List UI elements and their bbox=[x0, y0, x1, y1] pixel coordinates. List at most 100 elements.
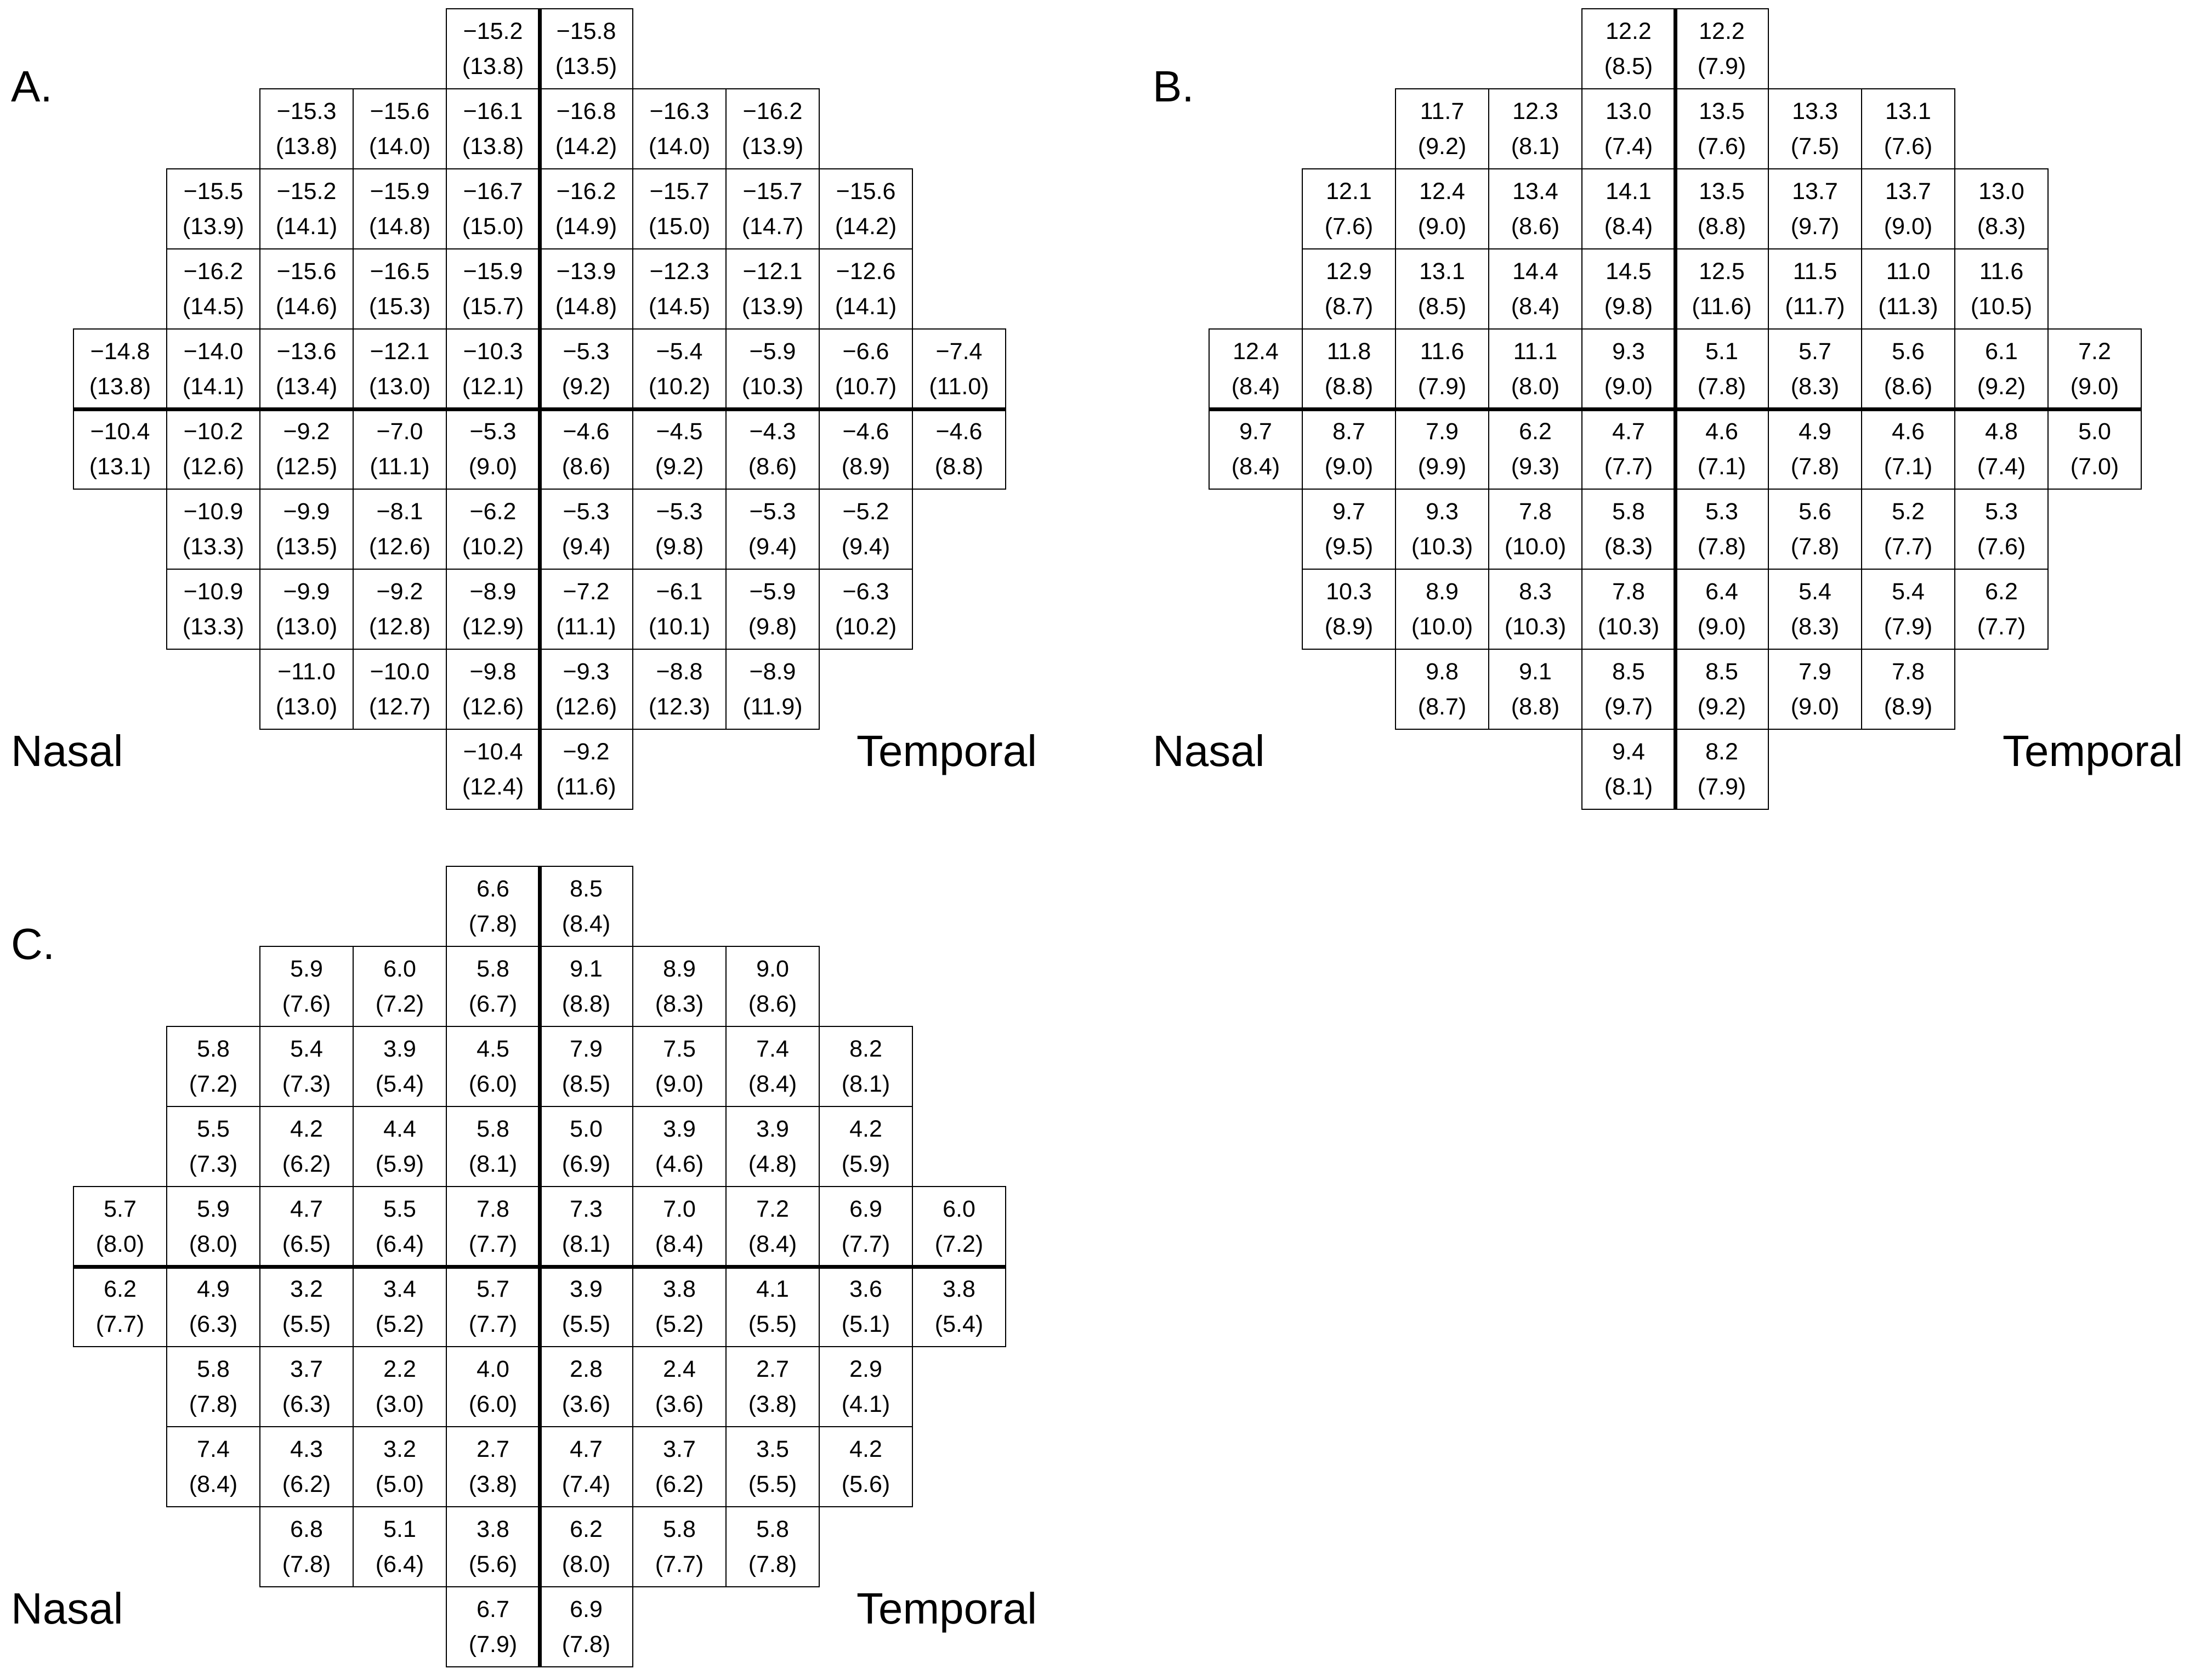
field-cell: 8.28.1 bbox=[819, 1026, 913, 1107]
cell-value: 4.3 bbox=[290, 1435, 323, 1462]
cell-value: 4.9 bbox=[1799, 418, 1831, 445]
cell-value: 7.2 bbox=[756, 1195, 789, 1222]
cell-sd: 15.0 bbox=[462, 209, 524, 245]
cell-value: −12.6 bbox=[836, 258, 896, 285]
cell-sd: 8.3 bbox=[655, 986, 704, 1022]
field-cell: −16.715.0 bbox=[446, 168, 540, 249]
cell-value: −10.4 bbox=[463, 738, 523, 765]
field-cell: 6.27.7 bbox=[73, 1266, 167, 1347]
cell-value: −11.0 bbox=[277, 658, 336, 685]
cell-value: 5.8 bbox=[476, 1115, 509, 1142]
cell-sd: 7.0 bbox=[2070, 449, 2119, 485]
field-cell: −9.312.6 bbox=[539, 649, 633, 730]
cell-value: 8.2 bbox=[1705, 738, 1738, 765]
field-cell: 7.28.4 bbox=[725, 1186, 820, 1267]
cell-sd: 13.3 bbox=[183, 529, 244, 565]
field-cell: 8.910.0 bbox=[1395, 569, 1489, 650]
cell-value: 3.9 bbox=[756, 1115, 789, 1142]
cell-sd: 7.8 bbox=[1791, 449, 1839, 485]
field-cell: 9.39.0 bbox=[1581, 328, 1676, 410]
cell-sd: 7.2 bbox=[376, 986, 424, 1022]
temporal-label: Temporal bbox=[856, 1584, 1037, 1633]
field-cell: 3.95.4 bbox=[353, 1026, 447, 1107]
cell-sd: 9.2 bbox=[1418, 129, 1466, 164]
cell-sd: 7.9 bbox=[1418, 369, 1466, 405]
cell-value: 5.1 bbox=[383, 1516, 416, 1542]
panel-b: B. Nasal Temporal 12.28.512.27.911.79.21… bbox=[1141, 0, 2201, 822]
cell-sd: 9.7 bbox=[1791, 209, 1839, 245]
cell-sd: 8.1 bbox=[469, 1147, 517, 1182]
cell-sd: 8.3 bbox=[1604, 529, 1653, 565]
field-cell: 7.87.7 bbox=[446, 1186, 540, 1267]
field-cell: 9.78.4 bbox=[1209, 408, 1303, 490]
cell-value: 12.4 bbox=[1419, 178, 1465, 205]
cell-value: 9.0 bbox=[756, 955, 789, 982]
cell-value: 7.4 bbox=[756, 1035, 789, 1062]
cell-value: −10.2 bbox=[183, 418, 243, 445]
cell-sd: 9.8 bbox=[1604, 289, 1653, 325]
cell-sd: 3.8 bbox=[748, 1387, 797, 1422]
cell-sd: 14.1 bbox=[276, 209, 337, 245]
cell-sd: 7.7 bbox=[469, 1227, 517, 1262]
field-cell: 13.79.7 bbox=[1768, 168, 1862, 249]
field-cell: 9.48.1 bbox=[1581, 729, 1676, 810]
field-cell: 12.98.7 bbox=[1302, 248, 1396, 330]
field-cell: 8.59.7 bbox=[1581, 649, 1676, 730]
cell-value: −14.8 bbox=[90, 338, 150, 365]
field-cell: 6.29.3 bbox=[1488, 408, 1582, 490]
cell-value: 4.2 bbox=[849, 1435, 882, 1462]
field-cell: 4.45.9 bbox=[353, 1106, 447, 1187]
cell-value: −13.6 bbox=[276, 338, 337, 365]
field-cell: 12.49.0 bbox=[1395, 168, 1489, 249]
cell-sd: 10.3 bbox=[1411, 529, 1473, 565]
cell-value: 9.1 bbox=[1519, 658, 1552, 685]
cell-sd: 10.2 bbox=[649, 369, 710, 405]
cell-sd: 6.4 bbox=[376, 1227, 424, 1262]
cell-value: 13.5 bbox=[1699, 178, 1745, 205]
field-cell: −16.814.2 bbox=[539, 88, 633, 169]
field-cell: −15.714.7 bbox=[725, 168, 820, 249]
cell-value: −13.9 bbox=[556, 258, 616, 285]
cell-value: −5.3 bbox=[656, 498, 703, 525]
cell-value: −15.2 bbox=[463, 18, 523, 44]
cell-sd: 5.5 bbox=[748, 1467, 797, 1502]
cell-sd: 8.3 bbox=[1791, 369, 1839, 405]
field-cell: 5.68.6 bbox=[1861, 328, 1955, 410]
cell-sd: 8.0 bbox=[189, 1227, 237, 1262]
cell-value: 5.9 bbox=[197, 1195, 230, 1222]
cell-value: 5.6 bbox=[1799, 498, 1831, 525]
field-cell: −16.113.8 bbox=[446, 88, 540, 169]
cell-value: 5.2 bbox=[1892, 498, 1925, 525]
field-cell: 8.310.3 bbox=[1488, 569, 1582, 650]
field-cell: 3.76.2 bbox=[632, 1426, 727, 1507]
cell-sd: 8.7 bbox=[1418, 689, 1466, 725]
cell-sd: 7.6 bbox=[1884, 129, 1932, 164]
field-cell: 4.96.3 bbox=[166, 1266, 260, 1347]
field-cell: 9.08.6 bbox=[725, 946, 820, 1027]
cell-value: 9.3 bbox=[1426, 498, 1459, 525]
field-cell: 3.65.1 bbox=[819, 1266, 913, 1347]
cell-sd: 7.9 bbox=[1884, 609, 1932, 645]
field-cell: 7.99.9 bbox=[1395, 408, 1489, 490]
cell-sd: 8.3 bbox=[1791, 609, 1839, 645]
cell-value: 6.0 bbox=[943, 1195, 975, 1222]
cell-sd: 7.6 bbox=[282, 986, 331, 1022]
cell-sd: 7.3 bbox=[282, 1066, 331, 1102]
cell-value: 8.5 bbox=[1705, 658, 1738, 685]
cell-value: 5.1 bbox=[1705, 338, 1738, 365]
cell-value: 4.7 bbox=[290, 1195, 323, 1222]
cell-value: −16.2 bbox=[556, 178, 616, 205]
cell-value: −8.9 bbox=[469, 578, 517, 605]
cell-sd: 7.2 bbox=[189, 1066, 237, 1102]
field-cell: 5.47.9 bbox=[1861, 569, 1955, 650]
cell-value: 14.4 bbox=[1512, 258, 1558, 285]
cell-sd: 13.9 bbox=[183, 209, 244, 245]
field-cell: 6.67.8 bbox=[446, 866, 540, 947]
cell-value: 5.7 bbox=[104, 1195, 137, 1222]
cell-value: 6.9 bbox=[849, 1195, 882, 1222]
cell-value: 9.3 bbox=[1612, 338, 1645, 365]
cell-sd: 6.3 bbox=[189, 1307, 237, 1342]
cell-sd: 8.0 bbox=[1511, 369, 1559, 405]
cell-sd: 8.8 bbox=[935, 449, 983, 485]
cell-value: 7.3 bbox=[570, 1195, 603, 1222]
